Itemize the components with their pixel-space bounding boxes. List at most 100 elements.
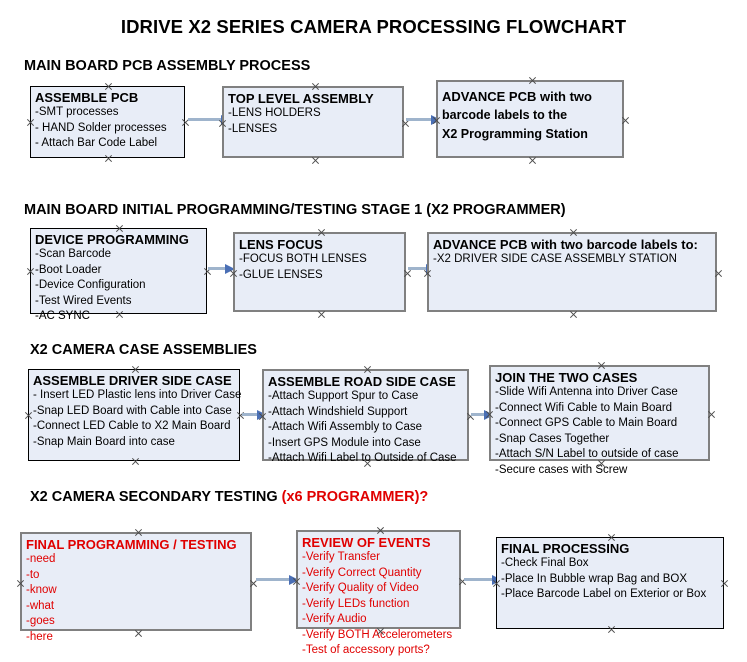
box-assemble-driver-side-case[interactable]: ASSEMBLE DRIVER SIDE CASE - Insert LED P… — [25, 366, 242, 461]
resize-handle-left[interactable] — [25, 412, 32, 419]
box-assemble-pcb[interactable]: ASSEMBLE PCB -SMT processes - HAND Solde… — [30, 86, 185, 158]
resize-handle-top[interactable] — [135, 529, 142, 536]
box-line: -goes — [26, 615, 55, 627]
box-line: -Attach Windshield Support — [268, 405, 408, 418]
box-line: -Verify Quality of Video — [302, 582, 419, 594]
resize-handle-right[interactable] — [250, 580, 257, 587]
resize-handle-bottom[interactable] — [105, 155, 112, 162]
connector-arrow — [408, 263, 436, 274]
box-join-the-two-cases[interactable]: JOIN THE TWO CASES -Slide Wifi Antenna i… — [486, 362, 710, 476]
connector-arrow — [242, 409, 267, 420]
box-line: -know — [26, 584, 57, 596]
resize-handle-right[interactable] — [404, 270, 411, 277]
box-line: -Snap Main Board into case — [33, 435, 175, 448]
box-title: FINAL PROGRAMMING / TESTING — [26, 537, 237, 552]
box-title: TOP LEVEL ASSEMBLY — [228, 91, 374, 106]
box-top-level-assembly[interactable]: TOP LEVEL ASSEMBLY -LENS HOLDERS -LENSES — [222, 86, 404, 158]
box-title: REVIEW OF EVENTS — [302, 535, 431, 550]
box-line: -Attach Wifi Assembly to Case — [268, 421, 423, 433]
connector-arrow — [188, 114, 231, 125]
box-line: -Scan Barcode — [35, 248, 112, 260]
resize-handle-bottom[interactable] — [312, 157, 319, 164]
section-heading-3: X2 CAMERA CASE ASSEMBLIES — [30, 342, 257, 358]
resize-handle-right[interactable] — [708, 411, 715, 418]
connector-arrow — [406, 114, 441, 125]
resize-handle-top[interactable] — [312, 83, 319, 90]
box-lens-focus[interactable]: LENS FOCUS -FOCUS BOTH LENSES -GLUE LENS… — [233, 232, 406, 312]
resize-handle-top[interactable] — [318, 229, 325, 236]
resize-handle-left[interactable] — [230, 270, 237, 277]
resize-handle-bottom[interactable] — [318, 311, 325, 318]
resize-handle-left[interactable] — [27, 119, 34, 126]
resize-handle-right[interactable] — [459, 578, 466, 585]
resize-handle-bottom[interactable] — [570, 311, 577, 318]
box-line: -Verify BOTH Accelerometers — [302, 628, 453, 641]
section-heading-4-accent: (x6 PROGRAMMER)? — [281, 489, 429, 505]
section-heading-1: MAIN BOARD PCB ASSEMBLY PROCESS — [24, 58, 310, 74]
box-line: -Attach Wifi Label to Outside of Case — [268, 452, 457, 464]
box-line: -to — [26, 568, 40, 581]
box-line: - Insert LED Plastic lens into Driver Ca… — [33, 389, 242, 401]
box-final-processing[interactable]: FINAL PROCESSING -Check Final Box -Place… — [496, 537, 724, 629]
resize-handle-left[interactable] — [219, 120, 226, 127]
section-heading-4: X2 CAMERA SECONDARY TESTING (x6 PROGRAMM… — [30, 489, 428, 505]
resize-handle-top[interactable] — [608, 534, 615, 541]
box-review-of-events[interactable]: REVIEW OF EVENTS -Verify Transfer -Verif… — [293, 527, 461, 656]
resize-handle-left[interactable] — [486, 411, 493, 418]
resize-handle-bottom[interactable] — [132, 458, 139, 465]
box-line: -Connect LED Cable to X2 Main Board — [33, 420, 231, 432]
box-line: X2 Programming Station — [442, 127, 588, 141]
box-title: DEVICE PROGRAMMING — [35, 232, 189, 247]
box-title: ASSEMBLE ROAD SIDE CASE — [268, 374, 456, 389]
resize-handle-bottom[interactable] — [529, 157, 536, 164]
box-line: -here — [26, 630, 53, 643]
connector-arrow — [256, 574, 299, 585]
box-line: -LENSES — [228, 122, 278, 135]
box-line: -FOCUS BOTH LENSES — [239, 253, 367, 265]
resize-handle-left[interactable] — [424, 270, 431, 277]
section-heading-1-text: MAIN BOARD PCB ASSEMBLY PROCESS — [24, 58, 311, 74]
box-assemble-road-side-case[interactable]: ASSEMBLE ROAD SIDE CASE -Attach Support … — [259, 366, 469, 464]
resize-handle-top[interactable] — [105, 83, 112, 90]
resize-handle-top[interactable] — [364, 366, 371, 373]
resize-handle-left[interactable] — [433, 117, 440, 124]
resize-handle-left[interactable] — [493, 580, 500, 587]
resize-handle-top[interactable] — [529, 77, 536, 84]
resize-handle-left[interactable] — [17, 580, 24, 587]
resize-handle-right[interactable] — [715, 270, 722, 277]
resize-handle-right[interactable] — [622, 117, 629, 124]
box-final-programming-testing[interactable]: FINAL PROGRAMMING / TESTING -need -to -k… — [17, 529, 252, 643]
resize-handle-left[interactable] — [259, 413, 266, 420]
box-line: -Slide Wifi Antenna into Driver Case — [495, 386, 678, 398]
box-device-programming[interactable]: DEVICE PROGRAMMING -Scan Barcode -Boot L… — [27, 225, 207, 322]
resize-handle-right[interactable] — [467, 413, 474, 420]
resize-handle-left[interactable] — [27, 268, 34, 275]
box-line: -AC SYNC — [35, 310, 90, 322]
box-line: -SMT processes — [35, 106, 119, 118]
box-line: - Attach Bar Code Label — [35, 137, 158, 149]
resize-handle-top[interactable] — [132, 366, 139, 373]
box-line-overflow: -Test of accessory ports? — [302, 644, 430, 656]
box-line: -Check Final Box — [501, 557, 589, 569]
resize-handle-left[interactable] — [293, 578, 300, 585]
resize-handle-top[interactable] — [116, 225, 123, 232]
box-line: - HAND Solder processes — [35, 121, 167, 134]
box-advance-pcb-programming-station[interactable]: ADVANCE PCB with two barcode labels to t… — [436, 80, 624, 158]
box-line: -Place In Bubble wrap Bag and BOX — [501, 572, 688, 585]
box-line: -Snap Cases Together — [495, 432, 610, 445]
resize-handle-top[interactable] — [377, 527, 384, 534]
box-line: -Verify Transfer — [302, 551, 380, 563]
resize-handle-top[interactable] — [598, 362, 605, 369]
resize-handle-top[interactable] — [570, 229, 577, 236]
connector-arrow — [471, 409, 494, 420]
resize-handle-bottom[interactable] — [608, 626, 615, 633]
box-line: -LENS HOLDERS — [228, 107, 321, 119]
resize-handle-right[interactable] — [402, 120, 409, 127]
box-title: ASSEMBLE DRIVER SIDE CASE — [33, 373, 232, 388]
section-heading-2: MAIN BOARD INITIAL PROGRAMMING/TESTING S… — [24, 202, 566, 218]
box-advance-pcb-driver-side-station[interactable]: ADVANCE PCB with two barcode labels to: … — [427, 232, 717, 312]
box-line: -GLUE LENSES — [239, 268, 323, 281]
box-line: -Place Barcode Label on Exterior or Box — [501, 588, 707, 600]
box-title: LENS FOCUS — [239, 237, 323, 252]
